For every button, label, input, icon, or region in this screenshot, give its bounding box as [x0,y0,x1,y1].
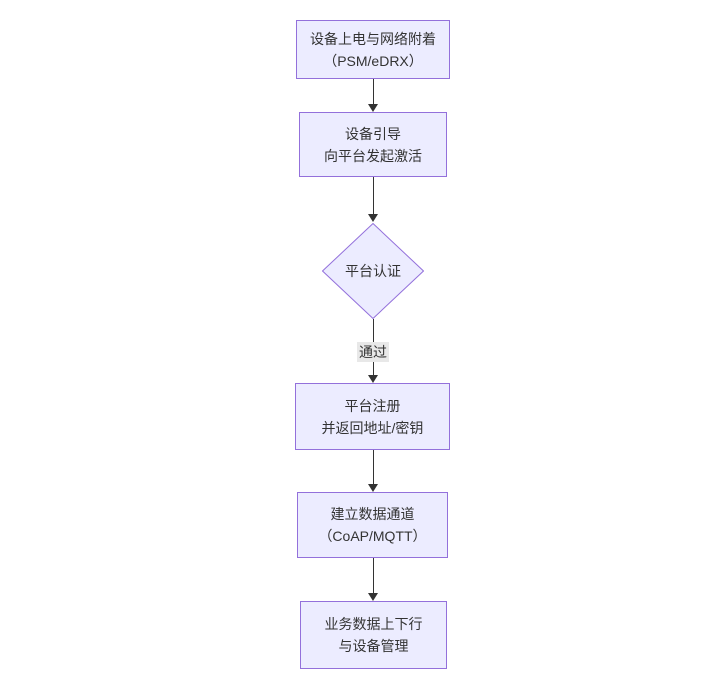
node-text-line: 与设备管理 [338,638,409,654]
arrowhead-icon [368,484,378,492]
node-text-line: 向平台发起激活 [324,147,422,164]
node-text-line: （CoAP/MQTT） [318,528,427,544]
flow-node-register: 平台注册 并返回地址/密钥 [295,383,450,450]
edge-arrow-4 [367,450,379,492]
edge-line [372,177,374,214]
node-text-line: 设备引导 [345,125,401,142]
arrowhead-icon [368,104,378,112]
node-text-line: 设备上电与网络附着 [310,30,436,47]
edge-arrow-5 [367,558,379,601]
flow-node-business-data: 业务数据上下行 与设备管理 [300,601,447,669]
flow-node-platform-auth: 平台认证 [322,223,424,319]
arrowhead-icon [368,593,378,601]
flow-node-bootstrap: 设备引导 向平台发起激活 [299,112,447,177]
edge-line [372,450,374,484]
diamond-shape [322,223,424,319]
arrowhead-icon [368,214,378,222]
edge-line [372,79,374,104]
edge-line [372,558,374,593]
edge-arrow-1 [367,79,379,112]
node-text-line: （PSM/eDRX） [323,52,423,69]
node-text-line: 业务数据上下行 [324,616,423,632]
node-text-line: 建立数据通道 [330,506,415,522]
node-text-line: 并返回地址/密钥 [321,419,424,436]
flow-node-power-on: 设备上电与网络附着 （PSM/eDRX） [296,20,450,79]
flow-node-data-channel: 建立数据通道 （CoAP/MQTT） [297,492,448,558]
node-text-line: 平台注册 [344,397,401,414]
node-text-line: 平台认证 [345,263,401,279]
edge-label-pass: 通过 [357,342,389,362]
arrowhead-icon [368,375,378,383]
edge-arrow-2 [367,177,379,222]
